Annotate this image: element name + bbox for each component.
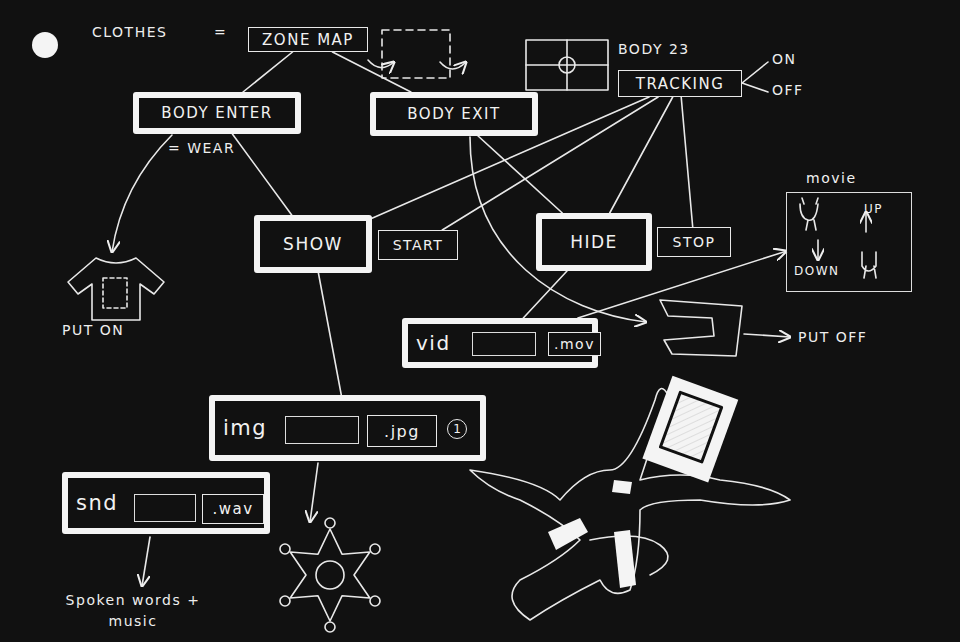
punch-hole <box>32 32 58 58</box>
note-label: BODY 23 <box>618 41 690 57</box>
zone-arrow <box>368 60 394 68</box>
note-label: = WEAR <box>168 140 235 156</box>
connector <box>243 52 293 92</box>
shirt-zone <box>103 278 127 308</box>
note-label: PUT OFF <box>798 329 867 345</box>
node-label: BODY ENTER <box>161 104 272 122</box>
keyword-box: ZONE MAP <box>248 27 368 52</box>
movie-frame: movieUP DOWN <box>786 170 912 292</box>
img-arrow <box>310 463 318 522</box>
keyword-box: TRACKING <box>618 70 742 97</box>
frame-heading: movie <box>806 170 857 186</box>
connector <box>478 136 562 213</box>
node-label: HIDE <box>570 232 618 252</box>
switch-lines <box>742 62 768 92</box>
node-label: START <box>393 237 444 253</box>
event-box: SHOW <box>254 215 372 273</box>
file-box: vid .mov <box>402 318 598 368</box>
tracking-icon <box>526 40 608 90</box>
snd-arrow <box>142 537 150 586</box>
dashed-zone <box>382 30 450 78</box>
node-label: vid <box>416 331 451 355</box>
file-box: img .jpg 1 <box>209 395 486 461</box>
blank-field <box>285 416 359 444</box>
event-box: HIDE <box>536 213 652 271</box>
note-label: Spoken words + music <box>58 590 208 632</box>
keyword-box: .jpg <box>367 415 437 447</box>
note-label: OFF <box>772 82 804 98</box>
connector <box>681 97 693 227</box>
put-off-shape <box>660 300 742 356</box>
connector <box>318 273 341 395</box>
keyword-box: STOP <box>657 227 731 257</box>
note-label: = <box>214 24 227 40</box>
direction-word: DOWN <box>794 264 840 278</box>
keyword-box: START <box>378 230 458 260</box>
keyword-box: .mov <box>548 332 601 356</box>
note-label: CLOTHES <box>92 24 167 40</box>
node-label: .mov <box>554 336 595 352</box>
connector <box>610 97 673 213</box>
callout-number: 1 <box>447 419 467 439</box>
connector <box>523 271 567 318</box>
blank-field <box>134 494 196 522</box>
node-label: .wav <box>212 500 253 518</box>
node-label: STOP <box>673 234 716 250</box>
node-label: snd <box>76 491 118 515</box>
connector <box>333 52 411 92</box>
file-box: snd .wav <box>62 472 270 534</box>
direction-word: UP <box>864 202 883 216</box>
blank-field <box>472 332 536 356</box>
node-label: SHOW <box>283 234 343 254</box>
event-box: BODY ENTER <box>133 92 301 134</box>
connector <box>232 134 291 215</box>
zone-arrow <box>440 62 466 69</box>
node-label: 1 <box>453 422 461 436</box>
put-off-arrow <box>744 334 790 337</box>
node-label: ZONE MAP <box>262 31 354 49</box>
node-label: img <box>223 416 267 440</box>
node-label: .jpg <box>384 422 420 441</box>
figure-ring <box>280 518 380 632</box>
node-label: TRACKING <box>636 75 725 93</box>
shirt-sketch <box>68 258 164 320</box>
lying-figure <box>470 376 790 620</box>
note-label: PUT ON <box>62 322 124 338</box>
node-label: BODY EXIT <box>407 105 500 123</box>
keyword-box: .wav <box>202 494 264 524</box>
note-label: ON <box>772 51 797 67</box>
wear-arrow <box>112 135 172 252</box>
event-box: BODY EXIT <box>370 92 538 136</box>
